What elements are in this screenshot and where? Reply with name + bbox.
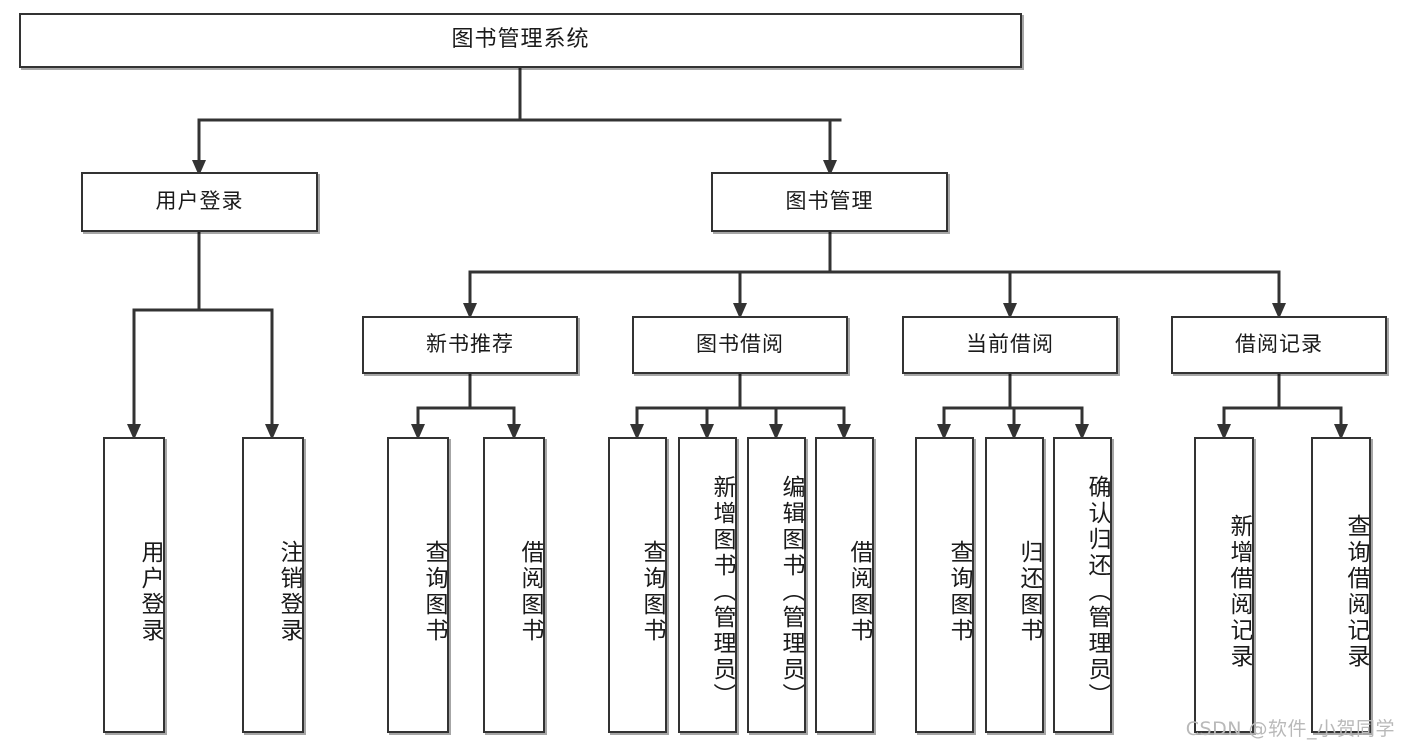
node-leaf-query-record-label: 查询借阅记录 — [1343, 514, 1369, 670]
node-user-login-label: 用户登录 — [155, 189, 244, 214]
node-current-borrow[interactable]: 当前借阅 — [902, 316, 1118, 374]
node-leaf-add-book-label: 新增图书（管理员） — [709, 475, 735, 709]
node-leaf-confirm-return[interactable]: 确认归还（管理员） — [1053, 437, 1112, 733]
node-leaf-borrow-book-2-label: 借阅图书 — [846, 540, 872, 644]
node-leaf-edit-book[interactable]: 编辑图书（管理员） — [747, 437, 806, 733]
node-user-login[interactable]: 用户登录 — [81, 172, 318, 232]
node-current-borrow-label: 当前借阅 — [966, 332, 1054, 357]
node-root-system-label: 图书管理系统 — [451, 27, 590, 53]
node-borrow-record-label: 借阅记录 — [1235, 332, 1323, 357]
node-leaf-borrow-book-1[interactable]: 借阅图书 — [483, 437, 545, 733]
node-leaf-query-book-1-label: 查询图书 — [421, 540, 447, 644]
node-leaf-confirm-return-label: 确认归还（管理员） — [1084, 475, 1110, 709]
node-leaf-logout-label: 注销登录 — [276, 540, 302, 644]
node-book-manage[interactable]: 图书管理 — [711, 172, 948, 232]
node-leaf-query-book-1[interactable]: 查询图书 — [387, 437, 449, 733]
node-book-manage-label: 图书管理 — [785, 189, 874, 214]
node-leaf-user-login[interactable]: 用户登录 — [103, 437, 165, 733]
node-leaf-query-book-3[interactable]: 查询图书 — [915, 437, 974, 733]
node-leaf-add-book[interactable]: 新增图书（管理员） — [678, 437, 737, 733]
node-new-book-rec[interactable]: 新书推荐 — [362, 316, 578, 374]
node-book-borrow[interactable]: 图书借阅 — [632, 316, 848, 374]
node-leaf-query-record[interactable]: 查询借阅记录 — [1311, 437, 1371, 733]
node-leaf-query-book-3-label: 查询图书 — [946, 540, 972, 644]
node-book-borrow-label: 图书借阅 — [696, 332, 784, 357]
watermark: CSDN @软件_小贺同学 — [1185, 718, 1395, 740]
node-root-system[interactable]: 图书管理系统 — [19, 13, 1022, 68]
node-leaf-logout[interactable]: 注销登录 — [242, 437, 304, 733]
node-leaf-borrow-book-1-label: 借阅图书 — [517, 540, 543, 644]
node-new-book-rec-label: 新书推荐 — [426, 332, 514, 357]
node-leaf-borrow-book-2[interactable]: 借阅图书 — [815, 437, 874, 733]
node-leaf-query-book-2[interactable]: 查询图书 — [608, 437, 667, 733]
node-leaf-query-book-2-label: 查询图书 — [639, 540, 665, 644]
node-borrow-record[interactable]: 借阅记录 — [1171, 316, 1387, 374]
node-leaf-add-record-label: 新增借阅记录 — [1226, 514, 1252, 670]
node-leaf-user-login-label: 用户登录 — [137, 540, 163, 644]
node-leaf-return-book[interactable]: 归还图书 — [985, 437, 1044, 733]
node-leaf-edit-book-label: 编辑图书（管理员） — [778, 475, 804, 709]
node-leaf-add-record[interactable]: 新增借阅记录 — [1194, 437, 1254, 733]
node-leaf-return-book-label: 归还图书 — [1016, 540, 1042, 644]
